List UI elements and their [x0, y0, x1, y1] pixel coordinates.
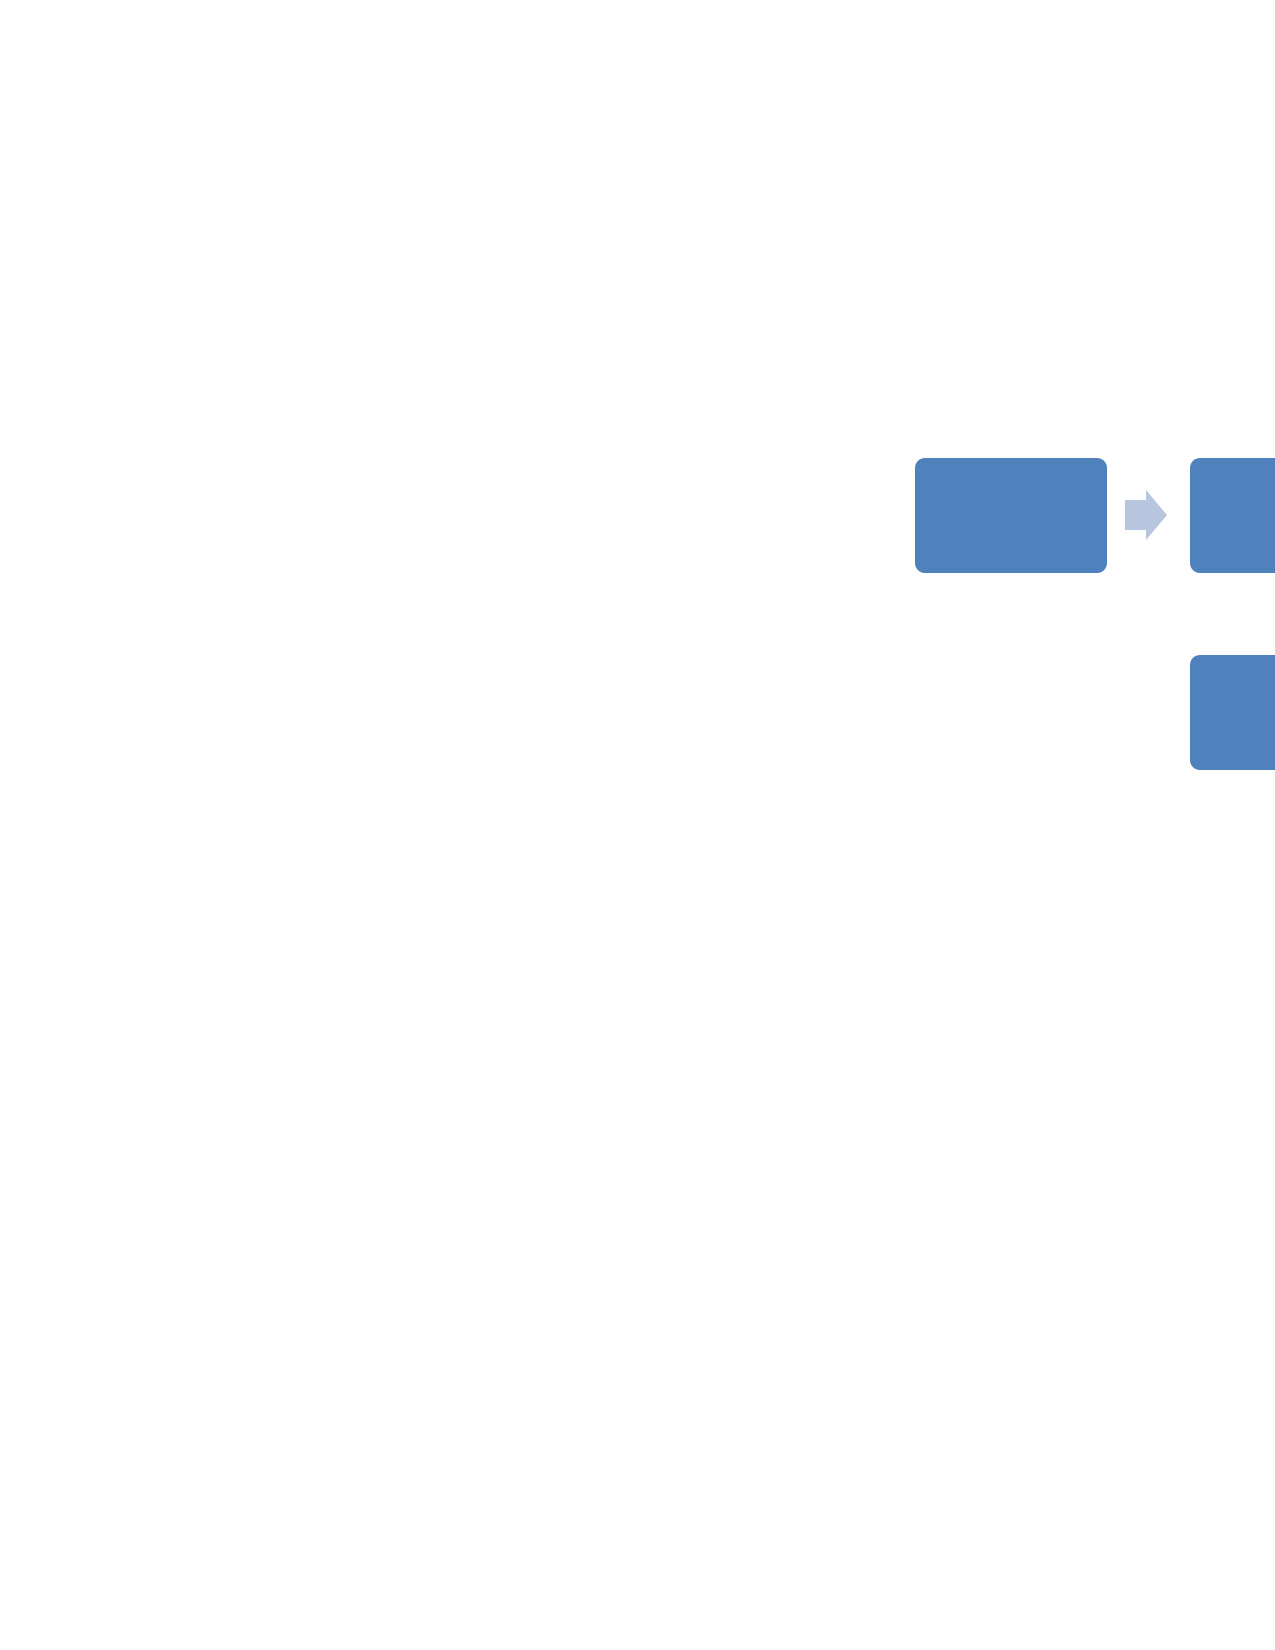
connector-arrow: [1125, 490, 1167, 540]
process-box-2: [1190, 458, 1275, 573]
process-box-1: [915, 458, 1107, 573]
block-arrow-right-icon: [1125, 490, 1167, 540]
process-box-3: [1190, 655, 1275, 770]
